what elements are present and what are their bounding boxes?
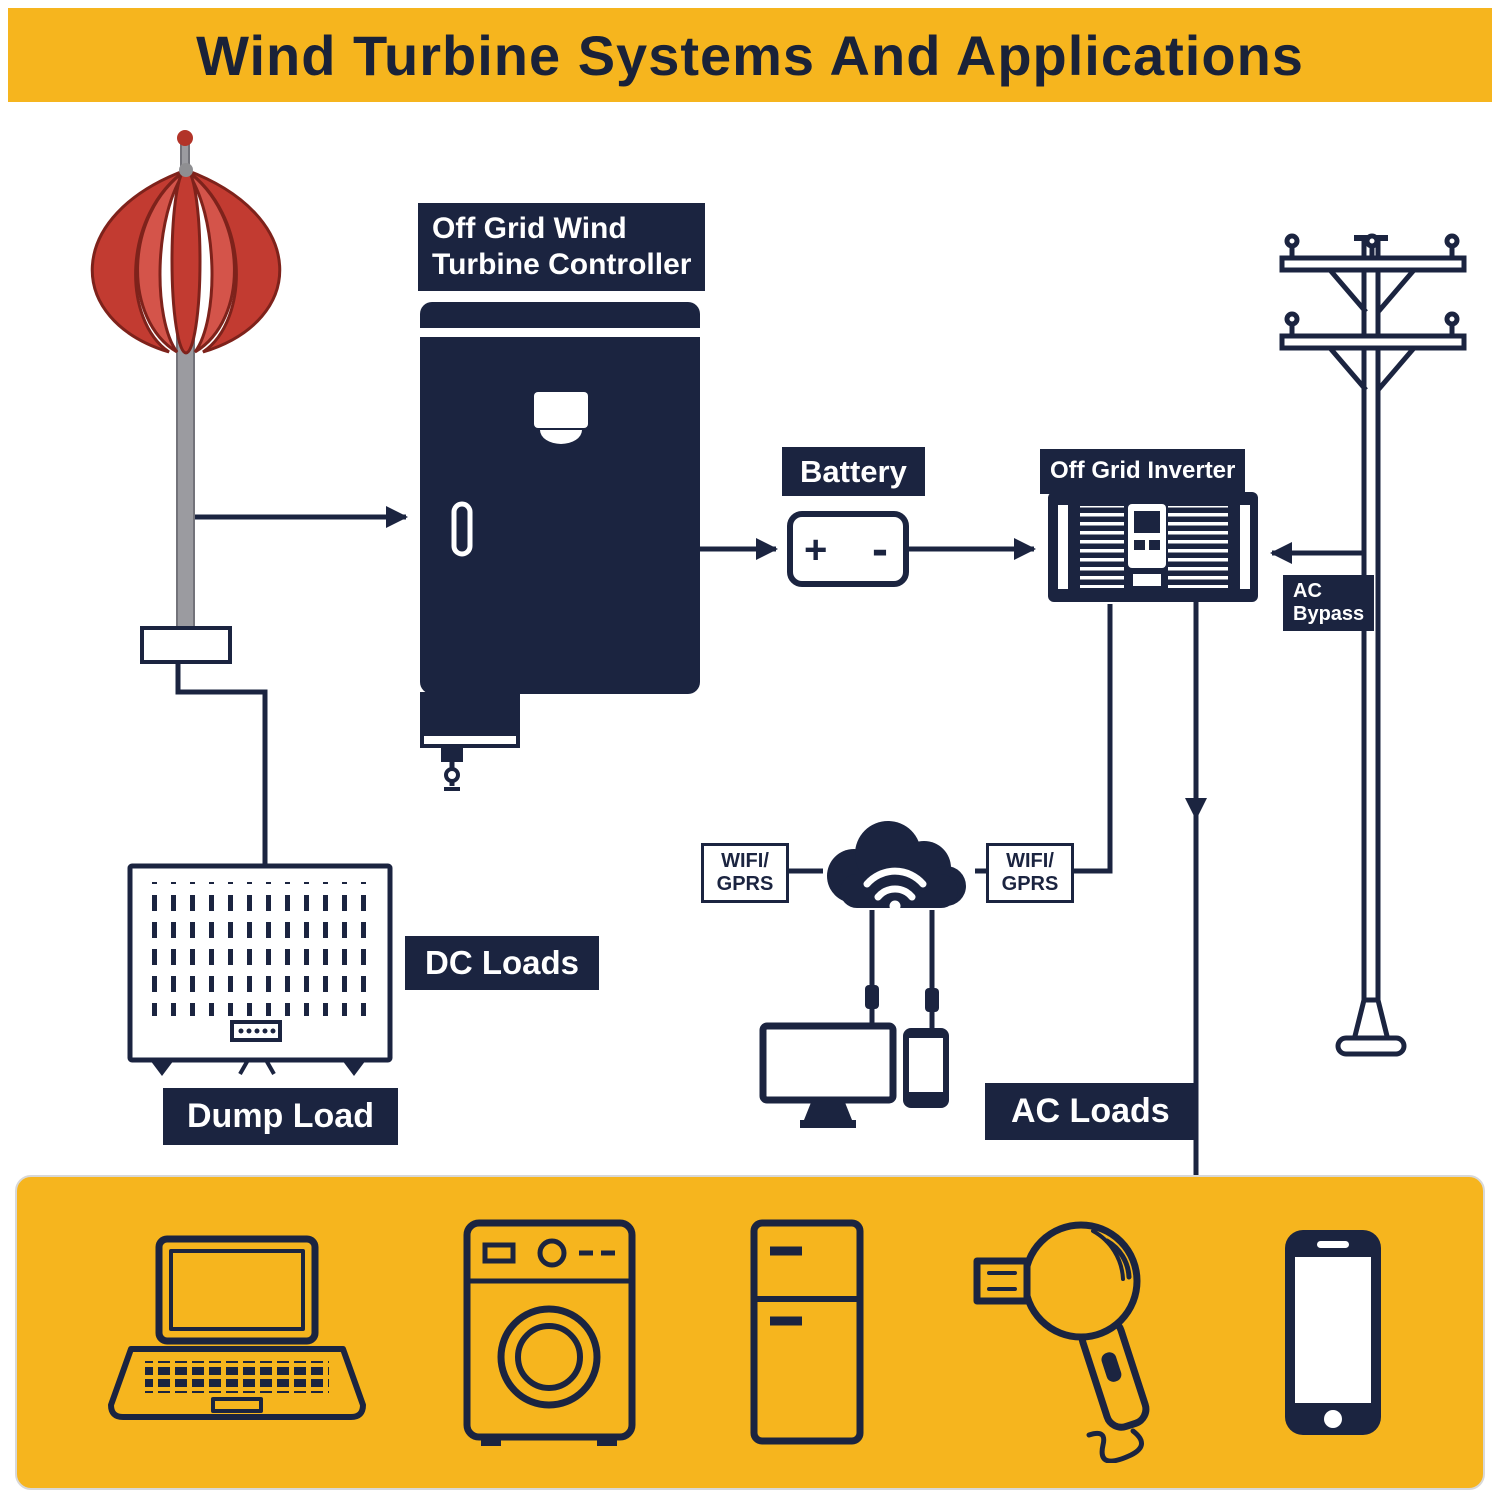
appliance-washing-machine (457, 1215, 642, 1450)
cloud-wifi-icon (827, 821, 966, 912)
wifi-left-line2: GPRS (716, 873, 774, 895)
appliance-smartphone (1273, 1225, 1393, 1440)
page-title: Wind Turbine Systems And Applications (196, 23, 1304, 87)
controller-label-line2: Turbine Controller (432, 248, 692, 281)
battery-label: Battery (782, 447, 925, 497)
wifi-gprs-box-left: WIFI/ GPRS (701, 843, 789, 903)
mobile-phone-icon (903, 1028, 949, 1108)
controller-display (534, 392, 588, 428)
wifi-left-line1: WIFI/ (721, 850, 769, 872)
wifi-gprs-box-right: WIFI/ GPRS (986, 843, 1074, 903)
controller-label-line1: Off Grid Wind (432, 212, 627, 245)
controller-door-handle (451, 501, 473, 557)
wire-turbine-to-dump-load (175, 662, 268, 864)
wire-wifi-to-inverter (1072, 604, 1113, 874)
wifi-right-line2: GPRS (1001, 873, 1059, 895)
ac-bypass-line2: Bypass (1293, 603, 1365, 625)
laptop-icon (108, 1235, 367, 1420)
dc-loads-label: DC Loads (405, 936, 600, 990)
ac-loads-label: AC Loads (985, 1083, 1196, 1140)
connector-wires (175, 506, 1366, 1175)
wifi-right-line1: WIFI/ (1006, 850, 1054, 872)
battery-plus: + (804, 528, 827, 572)
turbine-base (140, 626, 232, 664)
dump-load-icon (127, 863, 393, 1076)
inverter-label: Off Grid Inverter (1040, 449, 1246, 494)
refrigerator-icon (750, 1219, 864, 1444)
dump-load-label: Dump Load (163, 1088, 398, 1145)
header-banner: Wind Turbine Systems And Applications (8, 8, 1492, 102)
controller-cabinet-icon (420, 302, 700, 791)
monitor-icon (759, 1022, 897, 1128)
ac-bypass-line1: AC (1293, 580, 1322, 602)
cable-plug-phone (925, 988, 939, 1012)
battery-minus: - (872, 523, 888, 576)
ac-loads-panel (15, 1175, 1485, 1490)
smartphone-icon (1284, 1230, 1381, 1435)
appliance-laptop (107, 1235, 367, 1430)
appliance-refrigerator (732, 1217, 882, 1449)
appliance-hair-dryer (973, 1203, 1183, 1463)
ac-bypass-label: AC Bypass (1283, 575, 1375, 631)
controller-label: Off Grid Wind Turbine Controller (418, 203, 706, 291)
power-pole-icon (1279, 233, 1467, 1057)
battery-icon: + - (787, 511, 909, 587)
wind-turbine-icon (90, 130, 282, 664)
pole-insulators (1284, 233, 1460, 336)
hair-dryer-icon (973, 1221, 1150, 1463)
cable-plug-monitor (865, 985, 879, 1009)
washing-machine-icon (463, 1219, 636, 1446)
inverter-icon (1048, 492, 1258, 602)
